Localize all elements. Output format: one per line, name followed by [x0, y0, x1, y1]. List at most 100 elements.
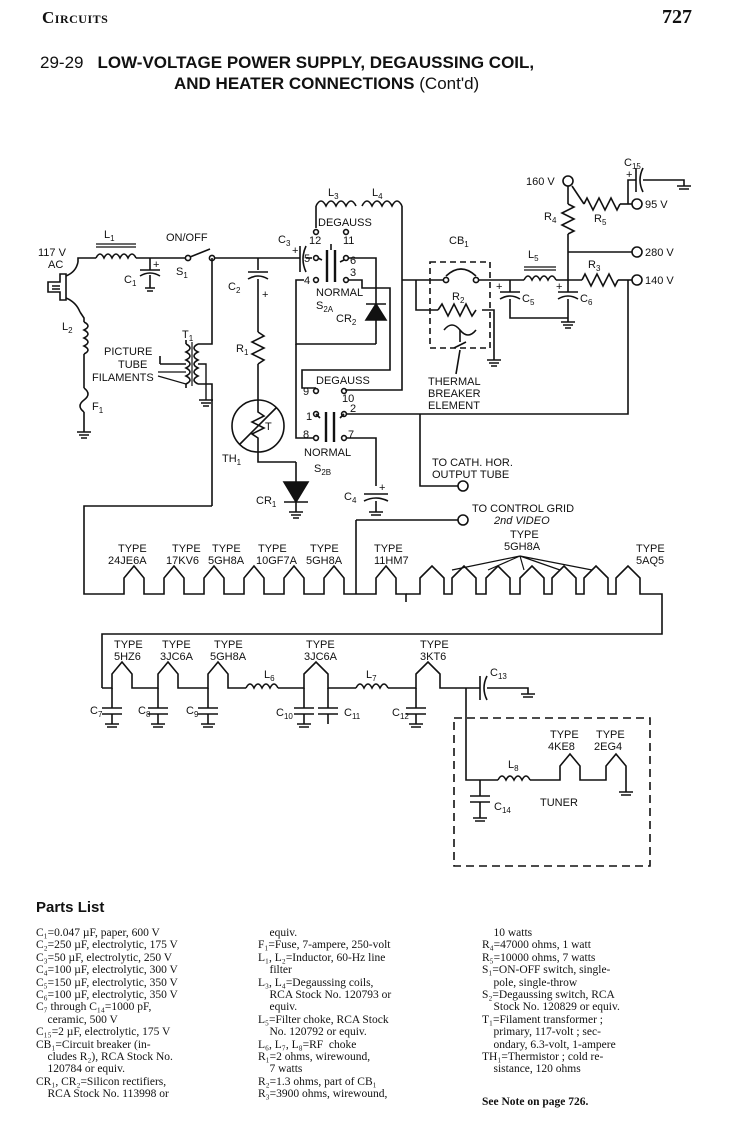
v95-label: 95 V	[645, 199, 668, 211]
parts-line: C₅=150 µF, electrolytic, 350 V	[36, 976, 178, 989]
type-label-13: TYPE	[420, 639, 449, 651]
terminal-95v	[631, 198, 643, 210]
parts-line: equiv.	[258, 1001, 298, 1014]
tube-24je6a: 24JE6A	[108, 555, 147, 567]
c2-capacitor	[247, 271, 269, 292]
type-label-1: TYPE	[118, 543, 147, 555]
thermal-label-3: ELEMENT	[428, 400, 480, 412]
parts-line: L₁, L₂=Inductor, 60-Hz line	[258, 951, 386, 964]
c5-label: C5	[522, 293, 535, 307]
th1-label: TH1	[222, 453, 242, 467]
parts-line: equiv.	[258, 927, 298, 939]
s2b-label: S2B	[314, 463, 331, 477]
picture-tube-label-2: TUBE	[118, 359, 147, 371]
parts-line: F₁=Fuse, 7-ampere, 250-volt	[258, 939, 391, 952]
type-label-4: TYPE	[258, 543, 287, 555]
l2-inductor	[82, 321, 89, 355]
degauss-label-1: DEGAUSS	[318, 217, 372, 229]
ac-plug	[47, 261, 81, 313]
title-suffix: (Cont'd)	[419, 74, 480, 93]
grid-label-1: TO CONTROL GRID	[472, 503, 574, 515]
parts-list-col-1: C₁=0.047 µF, paper, 600 V C₂=250 µF, ele…	[36, 927, 178, 1101]
type-label-6: TYPE	[374, 543, 403, 555]
tube-3kt6: 3KT6	[420, 651, 446, 663]
l1-label: L1	[104, 229, 115, 243]
parts-line: T₁=Filament transformer ;	[482, 1013, 603, 1026]
tube-5aq5: 5AQ5	[636, 555, 664, 567]
s2a-switch[interactable]	[312, 228, 350, 284]
pin-11: 11	[343, 235, 354, 247]
terminal-280v	[631, 246, 643, 258]
heater-row-2	[102, 660, 535, 728]
c8-label: C8	[138, 705, 151, 719]
type-label-3: TYPE	[212, 543, 241, 555]
s2b-switch[interactable]	[312, 387, 348, 442]
grid-label-2: 2nd VIDEO	[493, 515, 550, 527]
parts-line: 10 watts	[482, 927, 533, 939]
parts-line: No. 120792 or equiv.	[258, 1026, 367, 1039]
pin-9: 9	[303, 386, 309, 398]
v160-label: 160 V	[526, 176, 555, 188]
c7-label: C7	[90, 705, 103, 719]
c5-plus: +	[496, 281, 502, 293]
parts-line: S₁=ON-OFF switch, single-	[482, 964, 611, 977]
terminal-control-grid	[457, 514, 469, 526]
parts-line: CR₁, CR₂=Silicon rectifiers,	[36, 1075, 167, 1088]
parts-line: ceramic, 500 V	[36, 1013, 118, 1026]
see-note: See Note on page 726.	[482, 1096, 589, 1108]
tube-17kv6: 17KV6	[166, 555, 199, 567]
parts-line: C₃=50 µF, electrolytic, 250 V	[36, 951, 173, 964]
type-label-11: TYPE	[214, 639, 243, 651]
l5-choke	[523, 266, 557, 282]
c4-capacitor	[363, 493, 389, 516]
picture-tube-label-3: FILAMENTS	[92, 372, 154, 384]
tube-5hz6: 5HZ6	[114, 651, 141, 663]
l7-label: L7	[366, 669, 377, 683]
type-label-2: TYPE	[172, 543, 201, 555]
l4-label: L4	[372, 187, 383, 201]
parts-line: C₇ through C₁₄=1000 pF,	[36, 1001, 152, 1014]
tube-5gh8a-2: 5GH8A	[306, 555, 343, 567]
l1-inductor	[95, 243, 137, 260]
c1-label: C1	[124, 274, 137, 288]
s2a-label: S2A	[316, 300, 334, 314]
normal-label-1: NORMAL	[316, 287, 363, 299]
cb1-label: CB1	[449, 235, 469, 249]
l2-label: L2	[62, 321, 73, 335]
tube-4ke8: 4KE8	[548, 741, 575, 753]
parts-list-title: Parts List	[36, 899, 105, 916]
tube-2eg4: 2EG4	[594, 741, 622, 753]
pin-3: 3	[350, 267, 356, 279]
s1-switch[interactable]	[184, 248, 216, 262]
picture-tube-label-1: PICTURE	[104, 346, 152, 358]
cath-label-1: TO CATH. HOR.	[432, 457, 513, 469]
parts-line: Stock No. 120829 or equiv.	[482, 1001, 620, 1014]
c3-capacitor	[299, 245, 307, 273]
r5-label: R5	[594, 213, 607, 227]
parts-line: C₁₅=2 µF, electrolytic, 175 V	[36, 1026, 171, 1039]
ac-voltage-label: 117 V	[38, 247, 67, 259]
type-label-10: TYPE	[162, 639, 191, 651]
c6-label: C6	[580, 293, 593, 307]
parts-line: C₄=100 µF, electrolytic, 300 V	[36, 964, 178, 977]
c11-label: C11	[344, 707, 361, 721]
parts-line: L₆, L₇, L₈=RF choke	[258, 1038, 357, 1051]
l8-label: L8	[508, 759, 519, 773]
c3-label: C3	[278, 234, 291, 248]
t1-transformer	[184, 300, 213, 506]
tube-5gh8a-1: 5GH8A	[208, 555, 245, 567]
type-label-12: TYPE	[306, 639, 335, 651]
tube-3jc6a-2: 3JC6A	[304, 651, 338, 663]
thermal-label-2: BREAKER	[428, 388, 481, 400]
parts-line: C₆=100 µF, electrolytic, 350 V	[36, 989, 178, 1002]
r3-resistor	[581, 272, 619, 288]
figure-number: 29-29	[40, 53, 84, 72]
c15-capacitor	[635, 167, 691, 193]
c14-label: C14	[494, 801, 511, 815]
cr1-rectifier	[282, 481, 310, 519]
cr1-label: CR1	[256, 495, 277, 509]
parts-line: 7 watts	[258, 1063, 303, 1076]
schematic-diagram: 117 V AC L1 ON/OFF S1 C1 + L2 F1 T1	[38, 157, 691, 867]
type-label-14: TYPE	[550, 729, 579, 741]
tube-5gh8a-3: 5GH8A	[210, 651, 247, 663]
